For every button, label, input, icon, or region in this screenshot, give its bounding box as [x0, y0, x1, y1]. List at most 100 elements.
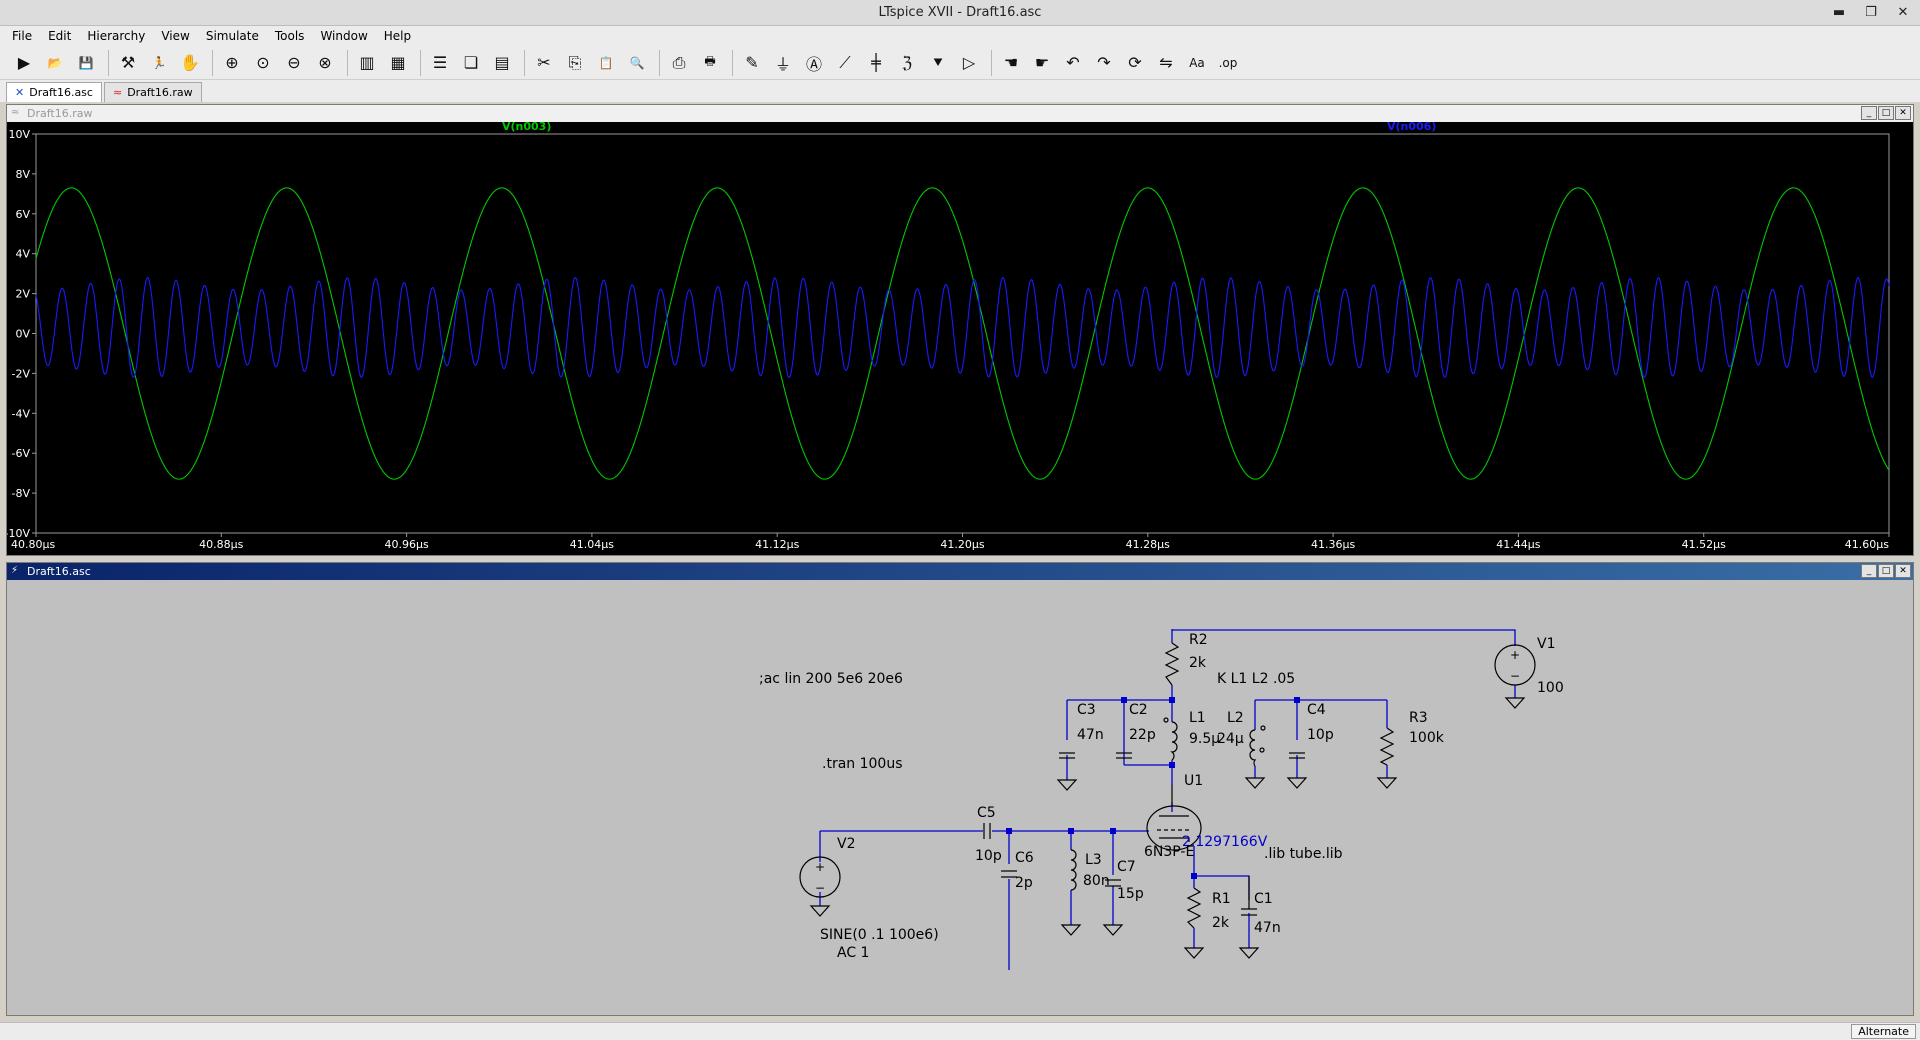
tile-vertical-button[interactable]: ▤: [488, 49, 516, 77]
label-v2-value: SINE(0 .1 100e6): [820, 927, 939, 943]
waveform-window-title: Draft16.raw: [27, 107, 93, 120]
label-l1-ref: L1: [1189, 710, 1206, 726]
label-c6-value: 2p: [1015, 875, 1033, 891]
label-button[interactable]: Ⓐ: [800, 49, 828, 77]
paste-button[interactable]: 📋: [592, 49, 620, 77]
schematic-window-titlebar[interactable]: ⚡ Draft16.asc _ □ ✕: [7, 563, 1913, 580]
toolbar-separator: [524, 49, 525, 76]
zoom-out-button[interactable]: ⊖: [280, 49, 308, 77]
autorange-icon: ▥: [359, 53, 375, 72]
cascade-button[interactable]: ❏: [457, 49, 485, 77]
pan-button[interactable]: ✋: [176, 49, 204, 77]
schematic-close-button[interactable]: ✕: [1895, 564, 1911, 578]
cut-button[interactable]: ✂: [530, 49, 558, 77]
menu-simulate[interactable]: Simulate: [205, 29, 259, 43]
y-tick-label: 10V: [8, 128, 30, 141]
menu-view[interactable]: View: [161, 29, 190, 43]
x-tick-label: 41.28µs: [1126, 538, 1170, 551]
waveform-window-titlebar[interactable]: ≈ Draft16.raw _ □ ✕: [7, 105, 1913, 122]
trace-vn003[interactable]: [35, 187, 1890, 480]
toolbar-separator: [420, 49, 421, 76]
move-button[interactable]: ☚: [997, 49, 1025, 77]
menu-help[interactable]: Help: [383, 29, 412, 43]
label-c1-value: 47n: [1254, 920, 1281, 936]
spice-directive-button[interactable]: .op: [1214, 49, 1242, 77]
ground-icon: ⏚: [774, 54, 791, 74]
menu-file[interactable]: File: [12, 29, 33, 43]
cut-icon: ✂: [537, 53, 551, 72]
waveform-minimize-button[interactable]: _: [1861, 106, 1877, 120]
close-button[interactable]: ✕: [1897, 4, 1909, 20]
run-button[interactable]: ▶: [10, 49, 38, 77]
wire-button[interactable]: ✎: [738, 49, 766, 77]
x-tick-label: 41.44µs: [1496, 538, 1540, 551]
y-tick-label: -8V: [12, 487, 31, 500]
label-r2-value: 2k: [1189, 655, 1207, 671]
resistor-r1: [1186, 887, 1202, 929]
ground-icon: [1060, 924, 1082, 936]
redo-button[interactable]: ↷: [1090, 49, 1118, 77]
waveform-icon: ≈: [112, 86, 123, 99]
y-tick-label: -6V: [12, 447, 31, 460]
ground-icon: [1238, 947, 1260, 959]
copy-button[interactable]: ⎘: [561, 49, 589, 77]
schematic-minimize-button[interactable]: _: [1861, 564, 1877, 578]
label-l1-value: 9.5µ: [1189, 731, 1220, 747]
save-button[interactable]: 💾: [72, 49, 100, 77]
zoom-fit-button[interactable]: ⊙: [249, 49, 277, 77]
spice-directive-icon: .op: [1218, 55, 1238, 70]
schematic-maximize-button[interactable]: □: [1878, 564, 1894, 578]
undo-button[interactable]: ↶: [1059, 49, 1087, 77]
text-button[interactable]: Aa: [1183, 49, 1211, 77]
legend-vn003[interactable]: V(n003): [502, 120, 551, 133]
label-c7-value: 15p: [1117, 886, 1144, 902]
label-r1-ref: R1: [1212, 891, 1231, 907]
node-voltage-readout: 2.1297166V: [1182, 834, 1268, 850]
label-c3-value: 47n: [1077, 727, 1104, 743]
minimize-button[interactable]: ▬: [1832, 4, 1846, 20]
x-tick-label: 40.88µs: [199, 538, 243, 551]
menu-window[interactable]: Window: [320, 29, 368, 43]
find-button[interactable]: 🔍: [623, 49, 651, 77]
zoom-cancel-button[interactable]: ⊗: [311, 49, 339, 77]
rotate-button[interactable]: ⟳: [1121, 49, 1149, 77]
cascade-icon: ❏: [463, 53, 479, 72]
open-button[interactable]: 📂: [41, 49, 69, 77]
label-c6-ref: C6: [1015, 850, 1034, 866]
schematic-icon: ✕: [15, 86, 25, 99]
legend-vn006[interactable]: V(n006): [1387, 120, 1436, 133]
inductor-button[interactable]: ℨ: [893, 49, 921, 77]
mirror-button[interactable]: ⇋: [1152, 49, 1180, 77]
print-icon: 🖶: [704, 54, 716, 68]
control-panel-icon: ⚒: [120, 53, 136, 72]
tile-horizontal-button[interactable]: ☰: [426, 49, 454, 77]
waveform-maximize-button[interactable]: □: [1878, 106, 1894, 120]
diode-button[interactable]: ⯆: [924, 49, 952, 77]
wires: [819, 629, 1516, 970]
control-panel-button[interactable]: ⚒: [114, 49, 142, 77]
mark-button[interactable]: ▦: [384, 49, 412, 77]
tab-draft16-raw[interactable]: ≈Draft16.raw: [103, 82, 202, 102]
drag-button[interactable]: ☛: [1028, 49, 1056, 77]
zoom-in-button[interactable]: ⊕: [218, 49, 246, 77]
autorange-button[interactable]: ▥: [353, 49, 381, 77]
capacitor-button[interactable]: ╪: [862, 49, 890, 77]
trace-vn006[interactable]: [35, 277, 1890, 378]
component-button[interactable]: ▷: [955, 49, 983, 77]
inductor-icon: ℨ: [902, 53, 912, 72]
menu-tools[interactable]: Tools: [274, 29, 305, 43]
tab-draft16-asc[interactable]: ✕Draft16.asc: [6, 82, 102, 102]
ground-button[interactable]: ⏚: [769, 49, 797, 77]
resistor-button[interactable]: ⟋: [831, 49, 859, 77]
print-button[interactable]: 🖶: [696, 49, 724, 77]
schematic-canvas[interactable]: ;ac lin 200 5e6 20e6 .tran 100us K L1 L2…: [7, 580, 1913, 1015]
print-setup-button[interactable]: ⎙: [665, 49, 693, 77]
maximize-button[interactable]: ❐: [1865, 4, 1877, 20]
menu-edit[interactable]: Edit: [48, 29, 72, 43]
svg-text:+: +: [1510, 648, 1520, 662]
menu-hierarchy[interactable]: Hierarchy: [87, 29, 146, 43]
waveform-close-button[interactable]: ✕: [1895, 106, 1911, 120]
run-halt-button[interactable]: 🏃: [145, 49, 173, 77]
